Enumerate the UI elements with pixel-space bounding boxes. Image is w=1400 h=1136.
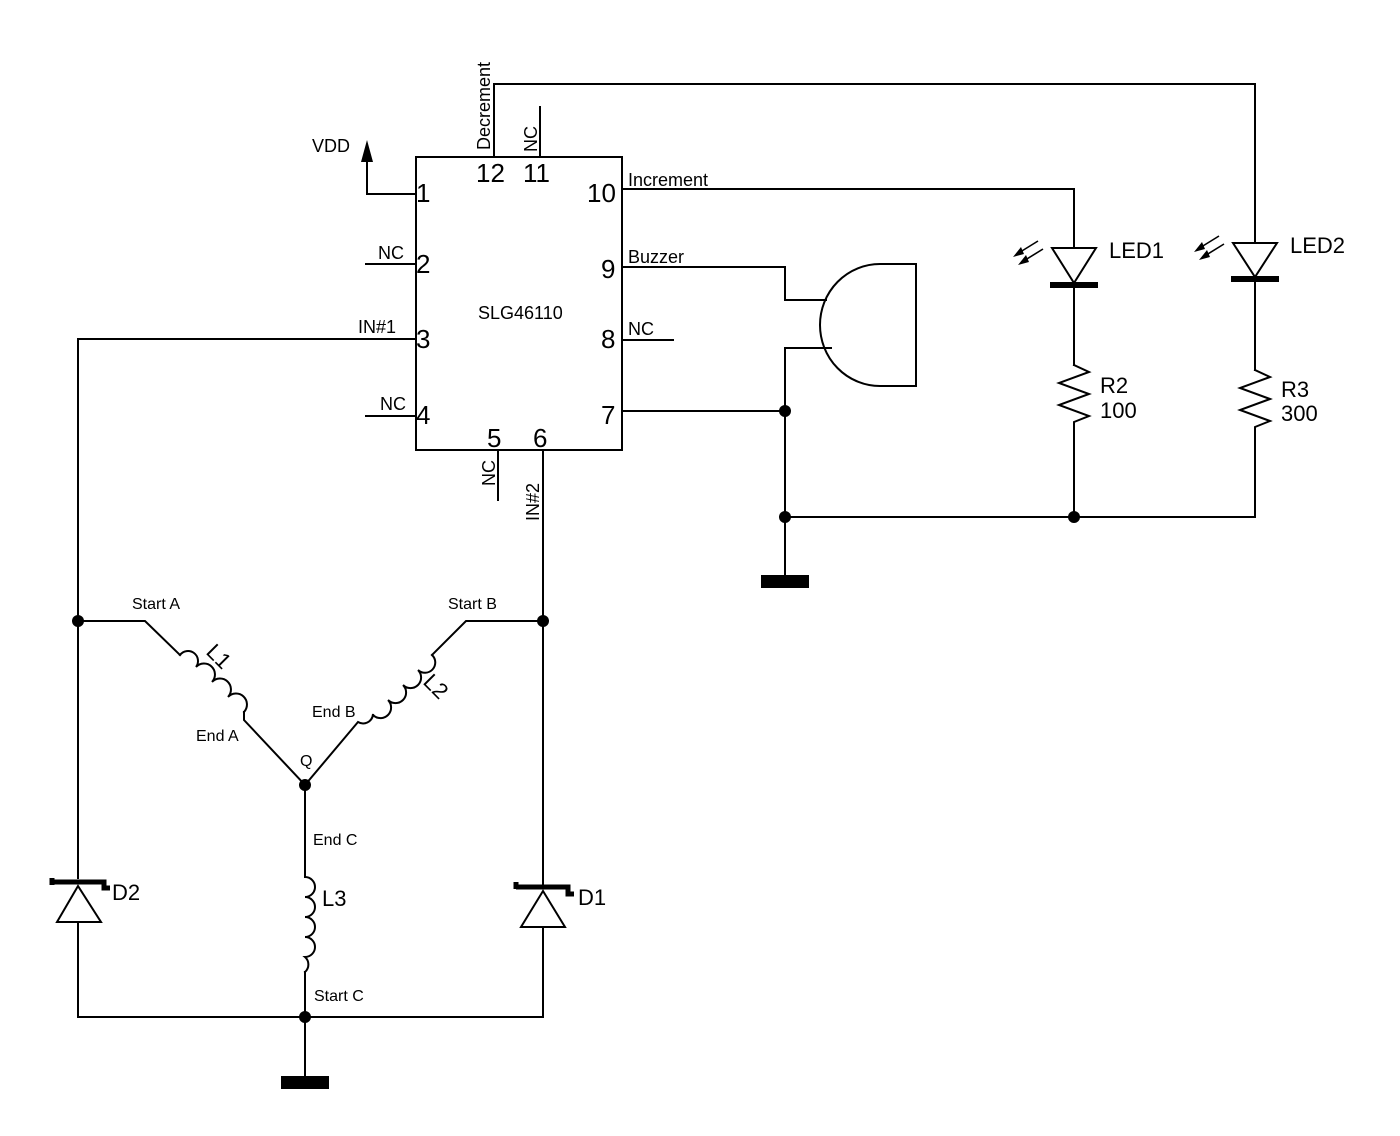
end-b-label: End B — [312, 704, 356, 721]
ic-body — [415, 156, 623, 451]
led1-cathode-bar — [1050, 282, 1098, 288]
net-nc-pin5: NC — [479, 449, 499, 501]
ground-symbol-bottom — [281, 1076, 329, 1089]
d1-label: D1 — [578, 885, 606, 910]
ground-symbol-right — [761, 575, 809, 588]
nc-pin2-label: NC — [378, 243, 404, 263]
start-a-label: Start A — [132, 596, 180, 613]
pin-9-number: 9 — [601, 254, 615, 284]
net-buzzer: Buzzer — [621, 247, 827, 301]
led1-label: LED1 — [1109, 238, 1164, 263]
pin-2-number: 2 — [416, 249, 430, 279]
net-in1: IN#1 — [72, 317, 417, 879]
r2-label: R2 — [1100, 373, 1128, 398]
buzzer-symbol — [784, 263, 917, 413]
pin-11-number: 11 — [523, 158, 550, 188]
end-c-label: End C — [313, 832, 357, 849]
nc-pin8-label: NC — [628, 319, 654, 339]
pin-5-number: 5 — [487, 423, 501, 453]
l2-label: L2 — [418, 669, 453, 704]
pin-10-number: 10 — [587, 178, 616, 208]
led2-branch: LED2 R3 300 — [1194, 233, 1345, 431]
net-in2: IN#2 — [523, 449, 549, 889]
decrement-label: Decrement — [474, 62, 494, 150]
net-vdd: VDD — [312, 136, 417, 195]
diode-d2: D2 — [49, 878, 544, 1018]
l2-inductor — [371, 653, 437, 720]
r3-label: R3 — [1281, 377, 1309, 402]
net-decrement: Decrement — [474, 62, 1256, 244]
r3-value: 300 — [1281, 401, 1318, 426]
diode-d1: D1 — [513, 882, 606, 928]
led2-cathode-bar — [1231, 276, 1279, 282]
nc-pin5-label: NC — [479, 460, 499, 486]
led1-branch: LED1 R2 100 — [1013, 238, 1164, 428]
net-nc-pin4: NC — [365, 394, 417, 417]
led2-label: LED2 — [1290, 233, 1345, 258]
pin-1-number: 1 — [416, 178, 430, 208]
coil-l1: Start A End A L1 — [77, 596, 307, 787]
net-nc-pin11: NC — [521, 106, 541, 158]
junction-dot — [779, 511, 791, 523]
l3-inductor — [302, 875, 316, 974]
in2-label: IN#2 — [523, 483, 543, 521]
nc-pin11-label: NC — [521, 126, 541, 152]
start-b-label: Start B — [448, 596, 497, 613]
r2-resistor — [1056, 363, 1092, 428]
increment-label: Increment — [628, 170, 708, 190]
vdd-arrow-icon — [361, 140, 373, 162]
led2-symbol — [1231, 242, 1279, 279]
q-label: Q — [300, 753, 312, 770]
net-increment: Increment — [621, 170, 1075, 249]
d2-label: D2 — [112, 880, 140, 905]
in1-label: IN#1 — [358, 317, 396, 337]
junction-dot — [779, 405, 791, 417]
pin-8-number: 8 — [601, 324, 615, 354]
vdd-label: VDD — [312, 136, 350, 156]
ic-name: SLG46110 — [478, 303, 563, 323]
l1-inductor — [178, 650, 248, 714]
led1-light-arrows-icon — [1013, 240, 1044, 265]
nc-pin4-label: NC — [380, 394, 406, 414]
pin-7-number: 7 — [601, 400, 615, 430]
led2-light-arrows-icon — [1194, 235, 1225, 260]
pin-4-number: 4 — [416, 400, 430, 430]
coil-l3: Q End C L3 Start C — [281, 753, 364, 1089]
junction-dot — [1068, 511, 1080, 523]
d2-zener-bar — [49, 878, 110, 891]
end-a-label: End A — [196, 728, 239, 745]
d1-symbol — [519, 889, 567, 928]
pin-12-number: 12 — [476, 158, 505, 188]
net-ground-right — [621, 405, 1256, 588]
ic-slg46110: SLG46110 1 2 3 4 5 6 7 8 9 10 11 12 — [415, 156, 623, 453]
l3-label: L3 — [322, 886, 346, 911]
net-nc-pin2: NC — [365, 243, 417, 265]
pin-3-number: 3 — [416, 324, 430, 354]
d2-symbol — [55, 884, 103, 923]
start-c-label: Start C — [314, 988, 364, 1005]
d1-zener-bar — [513, 882, 574, 897]
buzzer-label: Buzzer — [628, 247, 684, 267]
led1-symbol — [1050, 247, 1098, 285]
pin-6-number: 6 — [533, 423, 547, 453]
coil-l2: Start B End B L2 — [303, 596, 544, 787]
r2-value: 100 — [1100, 398, 1137, 423]
net-nc-pin8: NC — [621, 319, 674, 341]
l1-label: L1 — [201, 639, 236, 674]
r3-resistor — [1237, 368, 1273, 431]
